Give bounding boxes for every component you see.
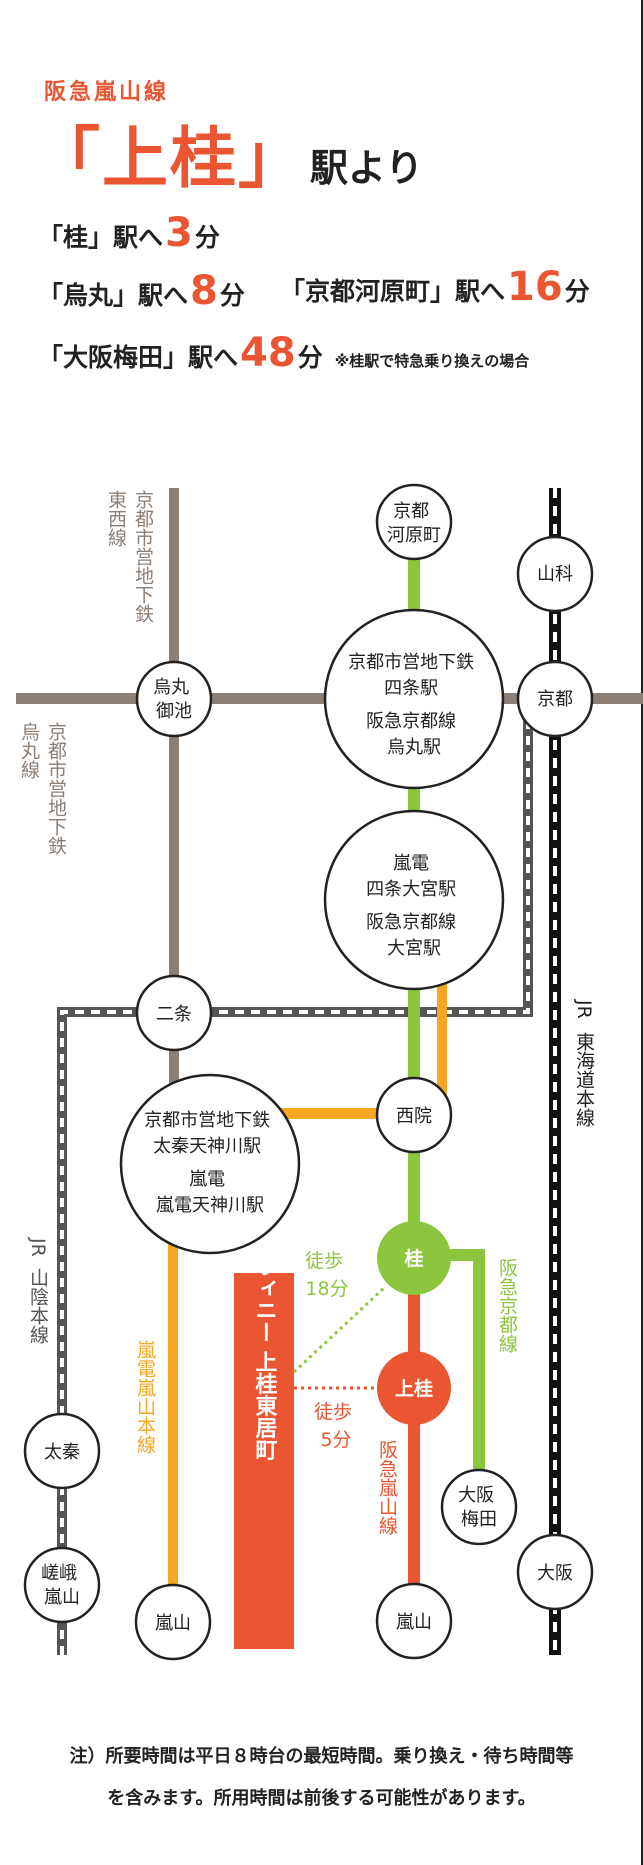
transfer-note: ※桂駅で特急乗り換えの場合 bbox=[334, 352, 530, 370]
svg-text:西院: 西院 bbox=[396, 1106, 432, 1127]
svg-text:京都: 京都 bbox=[537, 689, 573, 710]
time-unit: 分 bbox=[219, 281, 245, 310]
jr-tokaido-label2: 東海道本線 bbox=[573, 1032, 595, 1127]
right-border bbox=[641, 0, 643, 1865]
page-title: 「上桂」 駅より bbox=[34, 112, 423, 192]
svg-text:烏丸 御池: 烏丸 御池 bbox=[153, 677, 195, 722]
svg-text:桂: 桂 bbox=[403, 1247, 423, 1270]
station-kamikatsura: 上桂 bbox=[377, 1351, 451, 1425]
jr-sanin-label: JR bbox=[27, 1237, 49, 1257]
station-shijo-karasuma: 京都市営地下鉄 四条駅 阪急京都線 烏丸駅 bbox=[323, 608, 505, 790]
svg-text:嵐山: 嵐山 bbox=[155, 1613, 191, 1634]
time-label: 「烏丸」駅へ bbox=[38, 281, 189, 310]
karasuma-line-label2: 烏丸線 bbox=[18, 722, 40, 779]
tozai-line-label2: 東西線 bbox=[105, 490, 127, 547]
time-label: 「桂」駅へ bbox=[38, 223, 164, 252]
time-to-karasuma: 「烏丸」駅へ 8 分 bbox=[38, 268, 245, 314]
property-banner bbox=[234, 1273, 294, 1649]
walk-path-katsura bbox=[292, 1286, 386, 1374]
time-to-katsura: 「桂」駅へ 3 分 bbox=[38, 210, 220, 256]
walk-kamikatsura-label: 徒歩 5分 bbox=[314, 1401, 358, 1451]
station-osaka: 大阪 bbox=[516, 1533, 594, 1611]
station-uzumasa: 太秦 bbox=[23, 1412, 101, 1490]
walk-katsura-label: 徒歩 18分 bbox=[305, 1250, 349, 1300]
time-unit: 分 bbox=[564, 277, 590, 306]
time-value: 8 bbox=[190, 268, 218, 314]
line-name: 阪急嵐山線 bbox=[44, 80, 170, 105]
jr-sanin-label2: 山陰本線 bbox=[27, 1268, 49, 1344]
svg-text:大阪: 大阪 bbox=[537, 1563, 573, 1584]
station-omiya: 嵐電 四条大宮駅 阪急京都線 大宮駅 bbox=[323, 809, 505, 991]
tozai-line-label: 京都市営地下鉄 bbox=[132, 490, 154, 623]
randen-label: 嵐電嵐山本線 bbox=[134, 1340, 156, 1454]
svg-text:大阪 梅田: 大阪 梅田 bbox=[458, 1485, 500, 1530]
station-kyoto: 京都 bbox=[516, 660, 594, 738]
station-saga-arashiyama: 嵯峨 嵐山 bbox=[23, 1546, 101, 1624]
karasuma-line-label: 京都市営地下鉄 bbox=[45, 722, 67, 855]
karasuma-line bbox=[169, 488, 179, 1088]
svg-text:上桂: 上桂 bbox=[395, 1377, 433, 1400]
time-unit: 分 bbox=[297, 343, 323, 372]
svg-text:二条: 二条 bbox=[156, 1004, 192, 1025]
svg-text:太秦: 太秦 bbox=[44, 1442, 80, 1463]
station-name: 「上桂」 bbox=[34, 120, 306, 197]
station-katsura: 桂 bbox=[377, 1221, 451, 1295]
svg-text:嵯峨 嵐山: 嵯峨 嵐山 bbox=[41, 1563, 83, 1608]
randen-line bbox=[168, 1210, 178, 1610]
station-uzumasa-tenjingawa: 京都市営地下鉄 太秦天神川駅 嵐電 嵐電天神川駅 bbox=[119, 1073, 301, 1255]
footnote-line-1: 注）所要時間は平日８時台の最短時間。乗り換え・待ち時間等 bbox=[69, 1746, 574, 1767]
time-value: 16 bbox=[507, 264, 563, 310]
randen-omiya-link bbox=[437, 960, 447, 1100]
time-to-osaka-umeda: 「大阪梅田」駅へ 48 分 ※桂駅で特急乗り換えの場合 bbox=[38, 330, 529, 376]
station-saiin: 西院 bbox=[375, 1076, 453, 1154]
station-yamashina: 山科 bbox=[516, 535, 594, 613]
time-value: 3 bbox=[165, 210, 193, 256]
station-suffix: 駅より bbox=[310, 146, 424, 191]
svg-text:山科: 山科 bbox=[537, 564, 573, 585]
time-to-kawaramachi: 「京都河原町」駅へ 16 分 bbox=[280, 264, 590, 310]
station-karasuma-oike: 烏丸 御池 bbox=[135, 660, 213, 738]
footnote-line-2: を含みます。所用時間は前後する可能性があります。 bbox=[107, 1788, 536, 1809]
station-kawaramachi: 京都 河原町 bbox=[375, 483, 453, 561]
svg-text:京都市営地下鉄 太秦天神川駅: 京都市営地下鉄 太秦天神川駅 嵐電 嵐電天神川駅 bbox=[144, 1110, 276, 1216]
svg-text:嵐電 四条大宮駅 阪急京都線: 嵐電 四条大宮駅 阪急京都線 大宮駅 bbox=[366, 853, 462, 959]
svg-text:京都市営地下鉄 四条駅 阪急: 京都市営地下鉄 四条駅 阪急京都線 烏丸駅 bbox=[348, 652, 480, 758]
hankyu-arashiyama-label: 阪急嵐山線 bbox=[376, 1440, 398, 1535]
station-osaka-umeda: 大阪 梅田 bbox=[440, 1468, 518, 1546]
time-label: 「大阪梅田」駅へ bbox=[38, 343, 239, 372]
station-nijo: 二条 bbox=[135, 974, 213, 1052]
time-label: 「京都河原町」駅へ bbox=[280, 277, 506, 306]
time-value: 48 bbox=[240, 330, 296, 376]
jr-tokaido-label: JR bbox=[573, 999, 595, 1019]
station-randen-arashiyama: 嵐山 bbox=[134, 1583, 212, 1661]
time-unit: 分 bbox=[194, 223, 220, 252]
randen-branch bbox=[280, 1108, 400, 1119]
hankyu-kyoto-label: 阪急京都線 bbox=[496, 1258, 518, 1353]
hankyu-arashiyama-line bbox=[408, 1290, 420, 1610]
station-hankyu-arashiyama: 嵐山 bbox=[375, 1582, 453, 1660]
svg-text:京都 河原町: 京都 河原町 bbox=[387, 501, 441, 546]
svg-text:嵐山: 嵐山 bbox=[396, 1612, 432, 1633]
